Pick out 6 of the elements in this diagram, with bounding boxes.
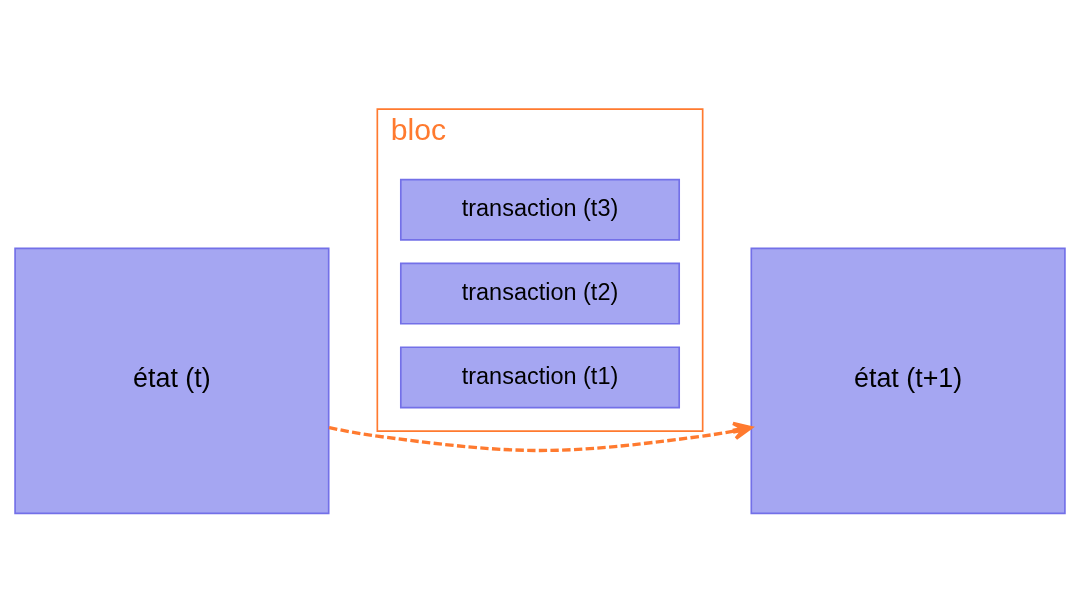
arrow <box>328 421 753 452</box>
node-box: transaction (t2) <box>399 262 681 325</box>
node-box: état (t+1) <box>750 247 1066 514</box>
node-box: transaction (t3) <box>399 178 681 241</box>
node-box: état (t) <box>14 247 330 514</box>
node-box: transaction (t1) <box>399 345 681 408</box>
